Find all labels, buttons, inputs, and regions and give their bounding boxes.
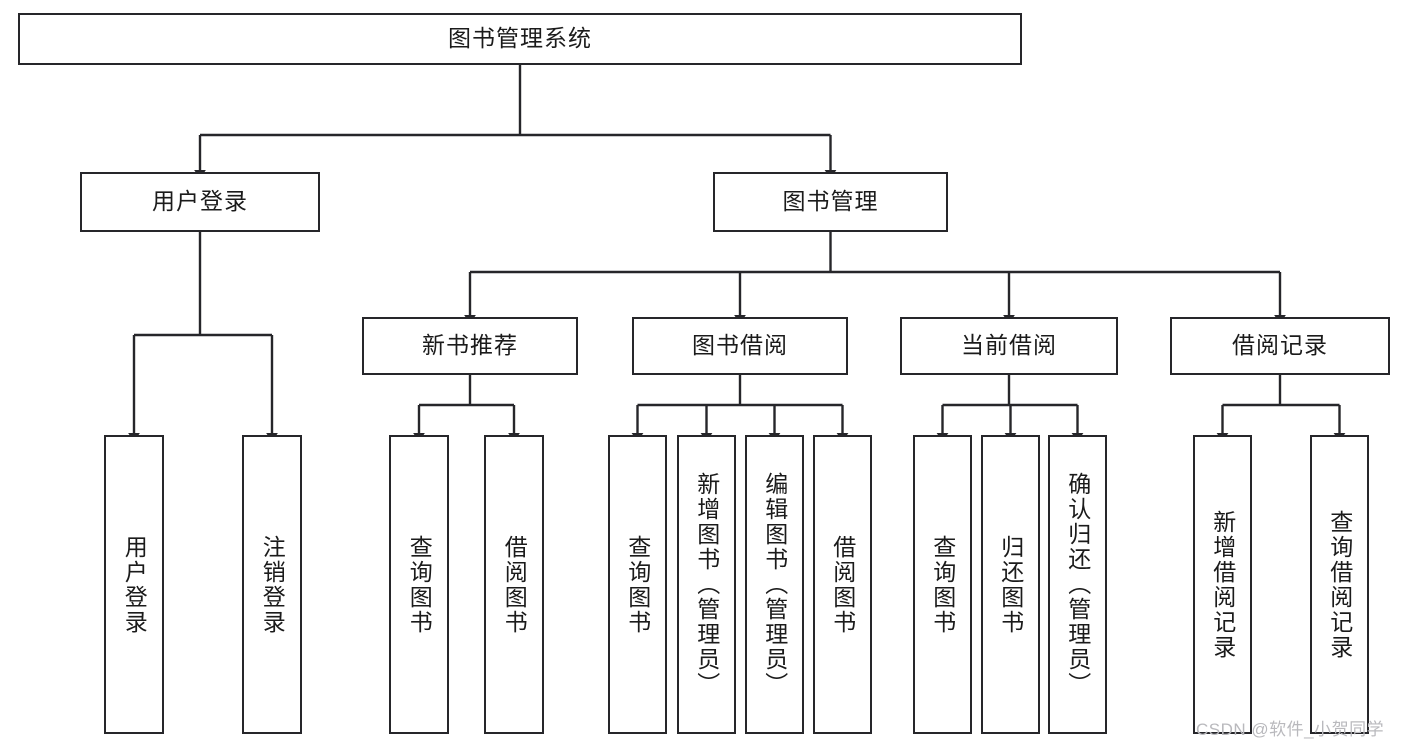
node-leaf-user-login[interactable]: 用户登录 bbox=[104, 435, 164, 734]
node-label-leaf-edit-book-admin: 编辑图书（管理员） bbox=[761, 472, 788, 697]
node-label-leaf-borrow-book: 借阅图书 bbox=[829, 534, 856, 635]
node-leaf-edit-book-admin[interactable]: 编辑图书（管理员） bbox=[745, 435, 804, 734]
node-label-leaf-query-book-current: 查询图书 bbox=[929, 534, 956, 635]
node-label-book-management: 图书管理 bbox=[782, 188, 879, 215]
node-new-book-recommend[interactable]: 新书推荐 bbox=[362, 317, 578, 375]
node-label-leaf-return-book: 归还图书 bbox=[997, 534, 1024, 635]
node-label-current-borrow: 当前借阅 bbox=[961, 332, 1057, 359]
node-label-new-book-recommend: 新书推荐 bbox=[422, 332, 518, 359]
node-leaf-borrow-book-recommend[interactable]: 借阅图书 bbox=[484, 435, 544, 734]
node-leaf-return-book[interactable]: 归还图书 bbox=[981, 435, 1040, 734]
node-leaf-query-borrow-record[interactable]: 查询借阅记录 bbox=[1310, 435, 1369, 734]
node-label-borrow-record: 借阅记录 bbox=[1232, 332, 1328, 359]
node-root[interactable]: 图书管理系统 bbox=[18, 13, 1022, 65]
node-leaf-query-book-recommend[interactable]: 查询图书 bbox=[389, 435, 449, 734]
node-label-user-login: 用户登录 bbox=[152, 188, 248, 215]
node-leaf-add-book-admin[interactable]: 新增图书（管理员） bbox=[677, 435, 736, 734]
node-leaf-add-borrow-record[interactable]: 新增借阅记录 bbox=[1193, 435, 1252, 734]
node-user-login[interactable]: 用户登录 bbox=[80, 172, 320, 232]
node-current-borrow[interactable]: 当前借阅 bbox=[900, 317, 1118, 375]
node-borrow-record[interactable]: 借阅记录 bbox=[1170, 317, 1390, 375]
node-label-leaf-user-login: 用户登录 bbox=[121, 534, 148, 635]
node-label-root: 图书管理系统 bbox=[448, 25, 592, 52]
node-label-book-borrow: 图书借阅 bbox=[692, 332, 788, 359]
node-label-leaf-add-book-admin: 新增图书（管理员） bbox=[693, 472, 720, 697]
node-book-borrow[interactable]: 图书借阅 bbox=[632, 317, 848, 375]
node-leaf-confirm-return-admin[interactable]: 确认归还（管理员） bbox=[1048, 435, 1107, 734]
csdn-watermark: CSDN @软件_小贺同学 bbox=[1196, 720, 1385, 739]
edge-lines bbox=[128, 65, 1346, 442]
node-label-leaf-query-book-borrow: 查询图书 bbox=[624, 534, 651, 635]
node-leaf-logout[interactable]: 注销登录 bbox=[242, 435, 302, 734]
node-label-leaf-query-book-recommend: 查询图书 bbox=[406, 534, 433, 635]
node-label-leaf-add-borrow-record: 新增借阅记录 bbox=[1209, 509, 1236, 660]
node-label-leaf-logout: 注销登录 bbox=[259, 534, 286, 635]
node-label-leaf-confirm-return-admin: 确认归还（管理员） bbox=[1064, 472, 1091, 697]
node-leaf-query-book-borrow[interactable]: 查询图书 bbox=[608, 435, 667, 734]
node-label-leaf-query-borrow-record: 查询借阅记录 bbox=[1326, 509, 1353, 660]
node-leaf-query-book-current[interactable]: 查询图书 bbox=[913, 435, 972, 734]
node-book-management[interactable]: 图书管理 bbox=[713, 172, 948, 232]
node-label-leaf-borrow-book-recommend: 借阅图书 bbox=[501, 534, 528, 635]
node-leaf-borrow-book[interactable]: 借阅图书 bbox=[813, 435, 872, 734]
